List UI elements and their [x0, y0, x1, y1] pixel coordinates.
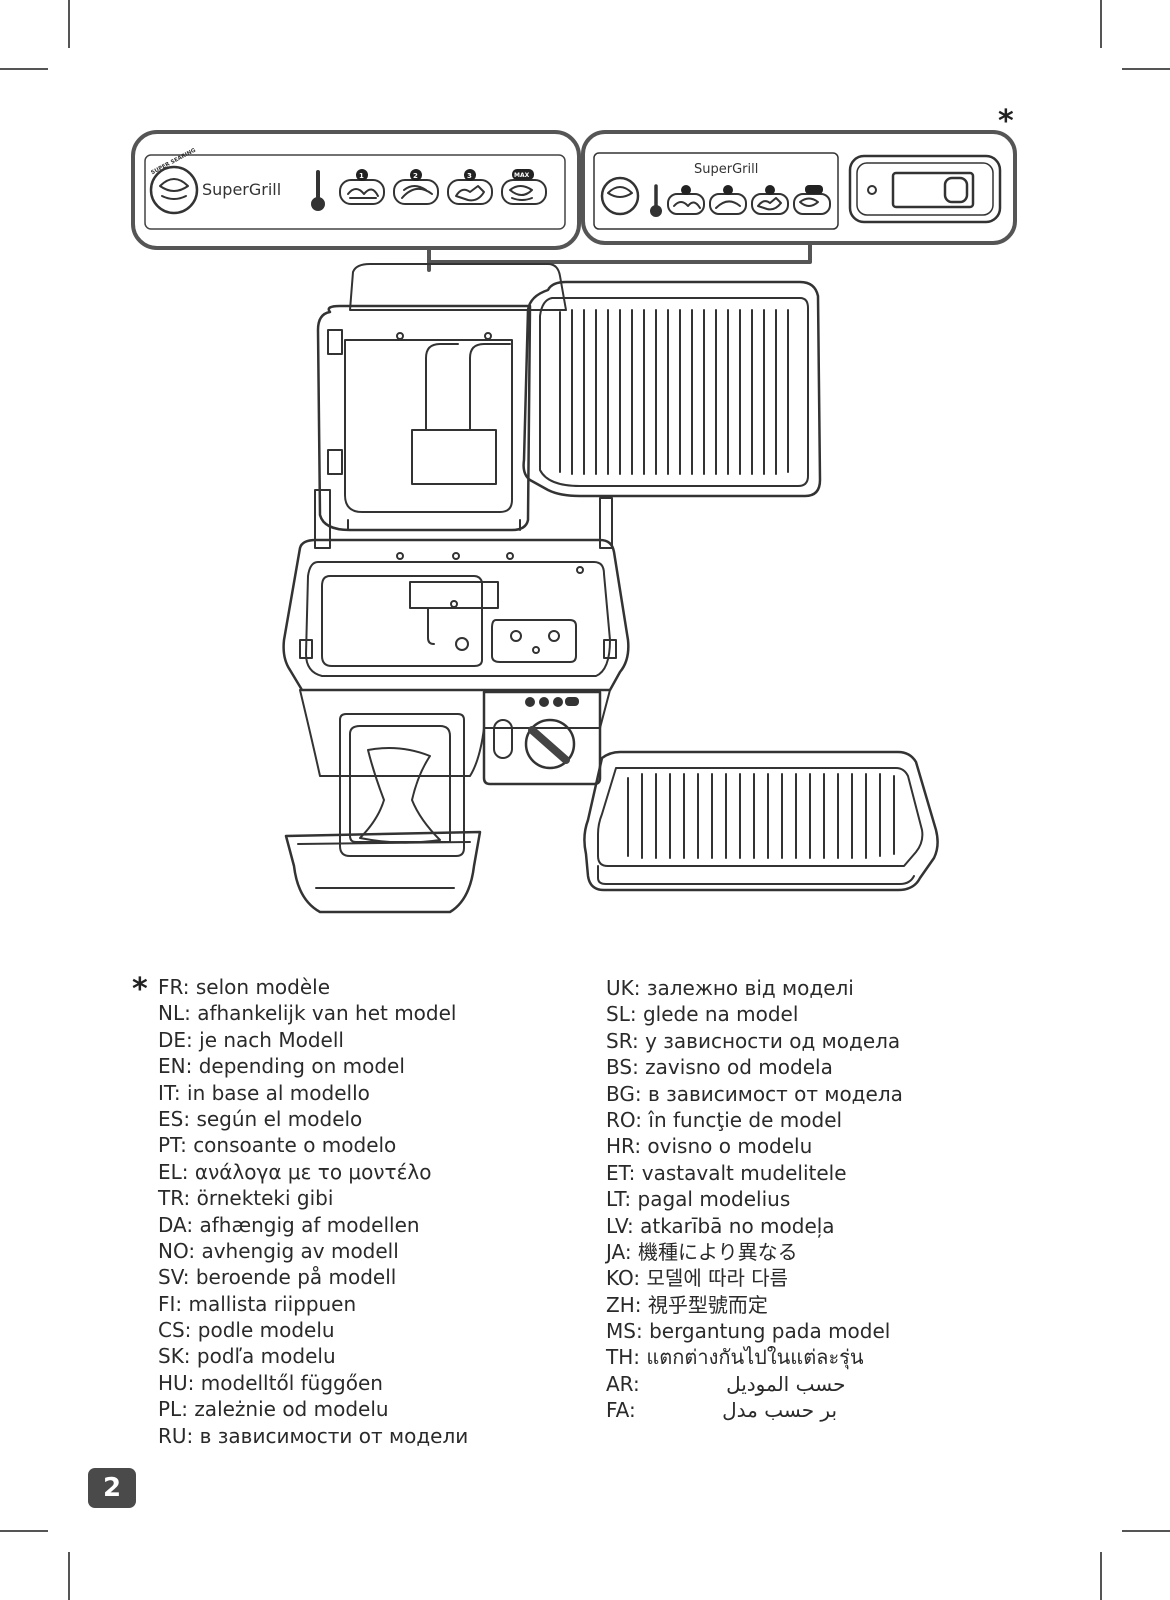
super-searing-badge: SUPER SEARING — [150, 147, 197, 176]
crop-mark — [1100, 1552, 1102, 1600]
crop-mark — [0, 1530, 48, 1532]
brand-label-a: SuperGrill — [202, 180, 281, 199]
crop-mark — [1122, 1530, 1170, 1532]
program-mark-1: 1 — [359, 172, 364, 180]
control-panel-callout-a — [131, 130, 581, 250]
translation-row: JA: 機種により異なる — [606, 1239, 798, 1264]
program-mark-2: 2 — [413, 172, 418, 180]
lower-grill-plate — [583, 750, 939, 892]
translation-row: EN: depending on model — [158, 1054, 405, 1079]
program-mark-max: MAX — [514, 172, 530, 179]
translation-row: BS: zavisno od modela — [606, 1055, 833, 1080]
grill-upper-lid — [316, 263, 567, 532]
translation-row: NL: afhankelijk van het model — [158, 1001, 457, 1026]
translation-row: HR: ovisno o modelu — [606, 1134, 813, 1159]
translation-row: SL: glede na model — [606, 1002, 799, 1027]
crop-mark — [1122, 68, 1170, 70]
translation-row: SR: у зависности од модела — [606, 1028, 901, 1053]
translation-row: FA: بر حسب مدل — [606, 1398, 838, 1423]
footnote-marker-list: * — [132, 972, 148, 1007]
page-number: 2 — [88, 1468, 136, 1508]
translation-row: MS: bergantung pada model — [606, 1319, 891, 1344]
translation-row: ES: según el modelo — [158, 1106, 363, 1131]
translations-right-column: UK: залежно від моделі SL: glede na mode… — [606, 975, 903, 1424]
translation-row: AR: حسب الموديل — [606, 1371, 846, 1396]
crop-mark — [68, 1552, 70, 1600]
grill-lower-body — [282, 538, 630, 692]
translation-row: LV: atkarībā no modeļa — [606, 1213, 835, 1238]
translation-row: RO: în funcţie de model — [606, 1107, 843, 1132]
translation-row: PT: consoante o modelo — [158, 1133, 397, 1158]
translation-row: RU: в зависимости от модели — [158, 1423, 469, 1448]
translation-row: FR: selon modèle — [158, 975, 331, 999]
crop-mark — [68, 0, 70, 48]
translation-row: BG: в зависимост от модела — [606, 1081, 903, 1106]
translation-row: UK: залежно від моделі — [606, 976, 854, 1000]
translation-row: EL: ανάλογα με το μοντέλο — [158, 1159, 432, 1184]
translation-row: LT: pagal modelius — [606, 1187, 791, 1212]
upper-grill-plate — [522, 280, 822, 498]
drip-tray — [284, 713, 482, 914]
translation-row: TH: แตกต่างกันไปในแต่ละรุ่น — [606, 1345, 864, 1370]
translation-row: IT: in base al modello — [158, 1080, 370, 1105]
translations-left-column: FR: selon modèle NL: afhankelijk van het… — [158, 974, 468, 1449]
translation-row: ET: vastavalt mudelitele — [606, 1160, 847, 1185]
translation-row: TR: örnekteki gibi — [158, 1186, 334, 1211]
translation-row: FI: mallista riippuen — [158, 1291, 357, 1316]
control-panel-callout-b — [581, 130, 1017, 245]
translation-row: HU: modelltől függően — [158, 1370, 383, 1395]
crop-mark — [1100, 0, 1102, 48]
grill-diagram: SuperGrill SuperGrill SUPER SEARING 1 2 … — [131, 130, 1017, 914]
translation-row: SK: podľa modelu — [158, 1344, 336, 1369]
brand-label-b: SuperGrill — [694, 162, 758, 177]
program-mark-3: 3 — [467, 172, 472, 180]
translation-row: KO: 모델에 따라 다름 — [606, 1266, 789, 1291]
grill-base — [299, 689, 611, 786]
translation-row: ZH: 視乎型號而定 — [606, 1292, 768, 1317]
translation-row: DE: je nach Modell — [158, 1027, 344, 1052]
translation-row: NO: avhengig av modell — [158, 1238, 399, 1263]
crop-mark — [0, 68, 48, 70]
translation-row: PL: zależnie od modelu — [158, 1397, 389, 1422]
footnote-marker-top: * — [998, 104, 1014, 139]
translation-row: CS: podle modelu — [158, 1318, 335, 1343]
translation-row: SV: beroende på modell — [158, 1265, 397, 1290]
translation-row: DA: afhængig af modellen — [158, 1212, 420, 1237]
